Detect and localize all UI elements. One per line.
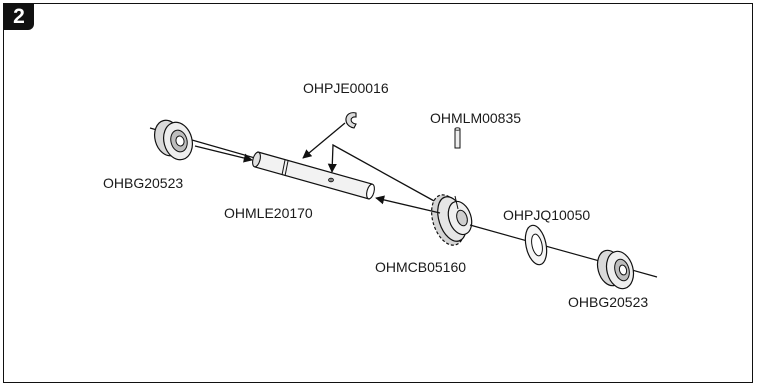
label-washer: OHPJQ10050 <box>503 207 590 223</box>
label-pin: OHMLM00835 <box>430 110 521 126</box>
step-number-badge: 2 <box>4 4 34 30</box>
gear-part <box>431 194 473 246</box>
bearing-right-part <box>596 249 635 290</box>
label-shaft: OHMLE20170 <box>224 205 313 221</box>
arrow-clip-to-shaft <box>302 122 346 159</box>
shaft-part <box>252 151 375 200</box>
arrow-bearing-to-shaft <box>194 145 253 163</box>
label-bearing-left: OHBG20523 <box>103 175 183 191</box>
label-e-clip: OHPJE00016 <box>303 80 389 96</box>
pin-part <box>454 127 461 149</box>
e-clip-part <box>345 112 357 129</box>
pin-insertion-path <box>327 143 446 208</box>
label-gear: OHMCB05160 <box>375 259 466 275</box>
bearing-left-part <box>154 119 193 161</box>
arrow-gear-to-shaft <box>375 195 441 214</box>
label-bearing-right: OHBG20523 <box>568 294 648 310</box>
washer-part <box>524 224 548 266</box>
